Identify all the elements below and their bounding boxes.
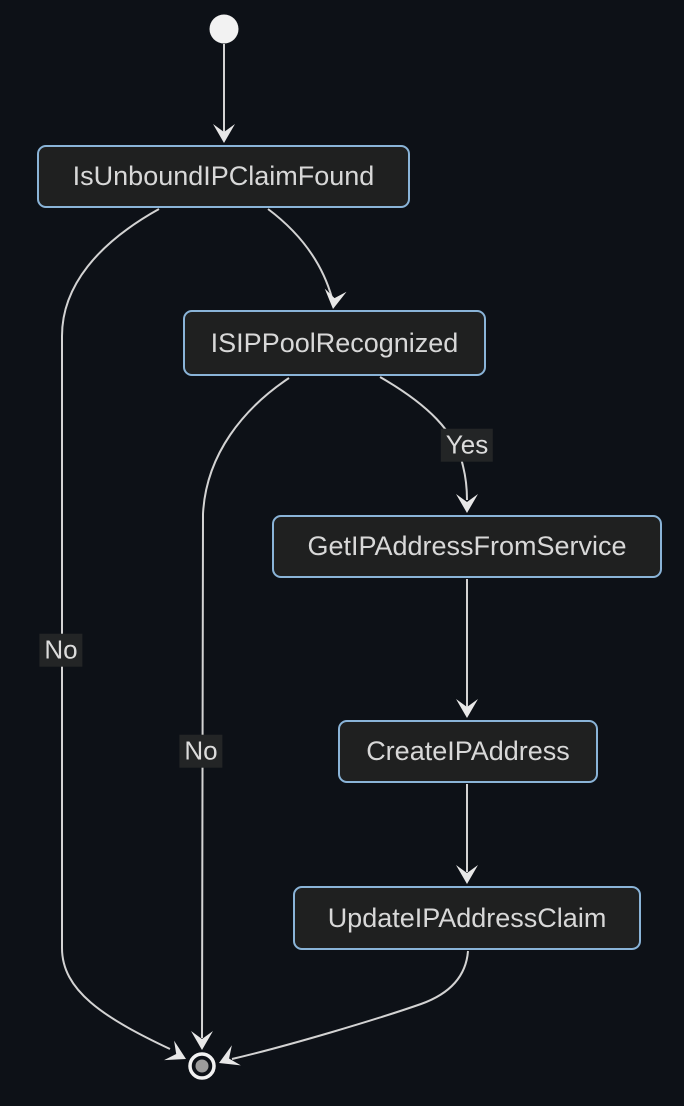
- state-updateipaddressclaim: UpdateIPAddressClaim: [293, 886, 641, 950]
- state-createipaddress: CreateIPAddress: [338, 720, 598, 783]
- arrowhead-icon: [213, 124, 235, 143]
- edge-updateipaddressclaim-to-end: [231, 950, 469, 1060]
- state-label: UpdateIPAddressClaim: [327, 902, 607, 933]
- state-label: IsUnboundIPClaimFound: [72, 161, 375, 191]
- arrowhead-icon: [324, 288, 347, 309]
- arrowhead-icon: [219, 1045, 241, 1066]
- initial-state-icon: [209, 14, 239, 44]
- state-isippoolrecognized: ISIPPoolRecognized: [183, 310, 486, 376]
- arrowhead-icon: [456, 699, 478, 718]
- state-isunboundipclaimfound: IsUnboundIPClaimFound: [37, 145, 410, 208]
- edge-label-no-claim: No: [39, 633, 83, 667]
- state-label: CreateIPAddress: [366, 736, 570, 766]
- arrowhead-icon: [456, 494, 478, 513]
- state-getipaddressfromservice: GetIPAddressFromService: [272, 515, 662, 578]
- edge-isippoolrecognized-to-end: [201, 377, 290, 1039]
- state-label: ISIPPoolRecognized: [210, 327, 459, 358]
- edge-label-yes: Yes: [440, 428, 494, 462]
- edge-isunboundipclaimfound-to-isippoolrecognized: [267, 208, 333, 299]
- state-label: GetIPAddressFromService: [307, 531, 627, 561]
- arrowhead-icon: [164, 1040, 186, 1061]
- arrowhead-icon: [456, 865, 478, 884]
- edge-isunboundipclaimfound-to-end: [61, 208, 171, 1050]
- edge-label-no-pool: No: [179, 734, 223, 768]
- final-state-icon: [188, 1052, 216, 1080]
- arrowhead-icon: [191, 1031, 213, 1050]
